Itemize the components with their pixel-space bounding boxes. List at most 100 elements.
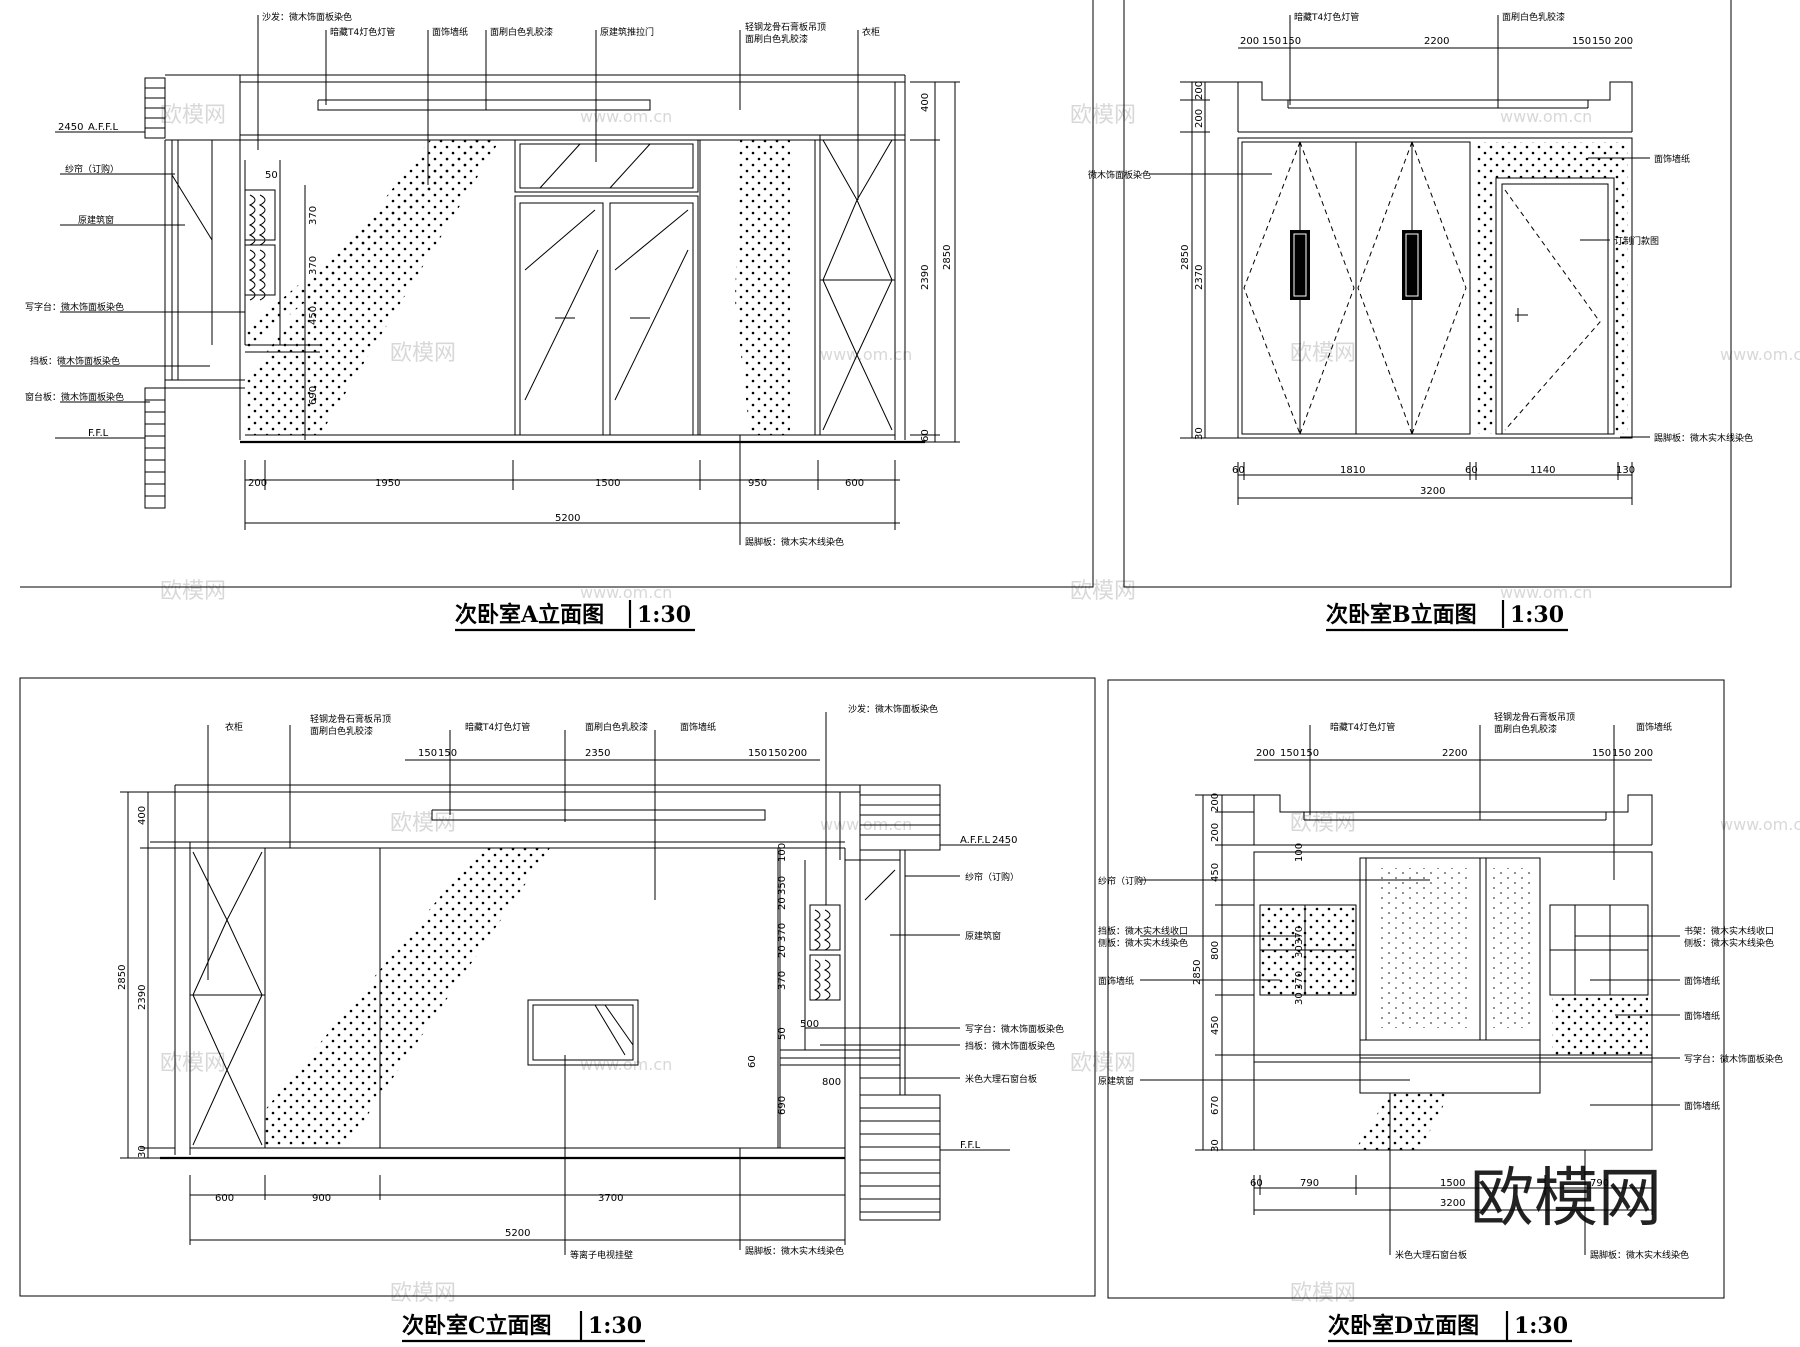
label-b-wallpaper: 面饰墙纸 — [1654, 153, 1690, 165]
dim-s3: 450 — [308, 306, 319, 325]
brand-watermark-logo: 欧模网 — [1470, 1162, 1662, 1236]
title-a-name: 次卧室A立面图 — [455, 602, 604, 628]
dim-1500: 1500 — [595, 478, 620, 489]
dim-b-b60b: 60 — [1465, 465, 1478, 476]
dim-b-b130: 130 — [1616, 465, 1635, 476]
dim-c-s690: 690 — [777, 1096, 788, 1115]
watermark-logo: 欧模网 — [1290, 811, 1356, 836]
dim-b-v2850: 2850 — [1180, 245, 1191, 270]
dim-d-v670: 670 — [1210, 1096, 1221, 1115]
title-b: 次卧室B立面图 1:30 — [1326, 600, 1568, 632]
dim-1950: 1950 — [375, 478, 400, 489]
label-c-wardrobe: 衣柜 — [225, 721, 243, 733]
level-ffl: F.F.L — [88, 428, 109, 439]
elevation-a: 400 2390 2850 60 370 370 450 690 50 200 … — [25, 11, 960, 548]
sheet-frames — [19, 0, 1732, 1299]
level-c-ffl: F.F.L — [960, 1140, 981, 1151]
label-d-ceiling: 轻钢龙骨石膏板吊顶 — [1494, 711, 1575, 723]
label-c-ceiling-paint: 面刷白色乳胶漆 — [310, 725, 373, 737]
label-wardrobe: 衣柜 — [862, 26, 880, 38]
elevation-b: 200 150 150 2200 150 150 200 — [1088, 11, 1753, 505]
dim-d-b790b: 790 — [1590, 1178, 1609, 1189]
dim-d-s370a: 370 — [1294, 926, 1305, 945]
dim-d-v450a: 450 — [1210, 863, 1221, 882]
label-curtain: 纱帘（订购） — [65, 163, 119, 175]
dim-d-s30a: 30 — [1294, 945, 1305, 958]
dim-b-t200a: 200 — [1240, 36, 1259, 47]
dim-d-v2850: 2850 — [1192, 960, 1203, 985]
dim-c-t150c: 150 — [748, 748, 767, 759]
label-baffle: 挡板：微木饰面板染色 — [30, 355, 120, 367]
dim-b-t150c: 150 — [1572, 36, 1591, 47]
dim-c-s20b: 20 — [777, 945, 788, 958]
label-d-side-panel: 侧板：微木实木线染色 — [1098, 937, 1188, 949]
label-window: 原建筑窗 — [78, 214, 114, 226]
dim-950: 950 — [748, 478, 767, 489]
label-d-shelf-edge: 挡板：微木实木线收口 — [1098, 925, 1188, 937]
dim-b-t2200: 2200 — [1424, 36, 1449, 47]
leader-lines — [60, 15, 859, 545]
watermark-site: www.om.cn — [1720, 345, 1800, 364]
label-d-wallpaper-r1: 面饰墙纸 — [1684, 975, 1720, 987]
watermark-logo: 欧模网 — [390, 1281, 456, 1306]
dim-c-b900: 900 — [312, 1193, 331, 1204]
dim-d-t2200: 2200 — [1442, 748, 1467, 759]
watermark-logo: 欧模网 — [1070, 103, 1136, 128]
window-sill-profile — [144, 74, 245, 509]
dim-c-b600: 600 — [215, 1193, 234, 1204]
label-d-wallpaper-r2: 面饰墙纸 — [1684, 1010, 1720, 1022]
dim-d-t150a: 150 — [1280, 748, 1299, 759]
label-b-t4-lamp: 暗藏T4灯色灯管 — [1294, 11, 1359, 23]
dim-b-t150a: 150 — [1262, 36, 1281, 47]
dim-c-t150a: 150 — [418, 748, 437, 759]
label-c-window: 原建筑窗 — [965, 930, 1001, 942]
label-d-wallpaper-r3: 面饰墙纸 — [1684, 1100, 1720, 1112]
dim-b-b1140: 1140 — [1530, 465, 1555, 476]
dim-c-s370a: 370 — [777, 923, 788, 942]
title-b-name: 次卧室B立面图 — [1326, 602, 1477, 628]
label-c-desk: 写字台：微木饰面板染色 — [965, 1023, 1064, 1035]
level-c-afl: A.F.F.L — [960, 835, 990, 846]
label-c-t4-lamp: 暗藏T4灯色灯管 — [465, 721, 530, 733]
label-d-bookshelf: 书架：微木实木线收口 — [1684, 925, 1774, 937]
dim-b-v200b: 200 — [1194, 109, 1205, 128]
dim-c-s370b: 370 — [777, 971, 788, 990]
dim-v2390: 2390 — [920, 265, 931, 290]
dim-d-v30: 30 — [1210, 1139, 1221, 1152]
title-a-scale: 1:30 — [637, 602, 691, 628]
label-c-marble-sill: 米色大理石窗台板 — [965, 1073, 1037, 1085]
dim-c-t150b: 150 — [438, 748, 457, 759]
leader-lines-b — [1150, 15, 1650, 438]
label-d-ceiling-paint: 面刷白色乳胶漆 — [1494, 723, 1557, 735]
dim-v2850: 2850 — [942, 245, 953, 270]
watermark-logo: 欧模网 — [390, 811, 456, 836]
dim-d-b60: 60 — [1250, 1178, 1263, 1189]
dim-c-w500: 500 — [800, 1019, 819, 1030]
title-d: 次卧室D立面图 1:30 — [1328, 1311, 1572, 1343]
dim-d-t150c: 150 — [1592, 748, 1611, 759]
dim-d-total: 3200 — [1440, 1198, 1465, 1209]
label-c-curtain: 纱帘（订购） — [965, 871, 1019, 883]
dim-d-s370b: 370 — [1294, 971, 1305, 990]
elevation-c: 150 150 2350 150 150 200 — [117, 703, 1064, 1261]
label-sofa: 沙发：微木饰面板染色 — [262, 11, 352, 23]
dim-d-s30b: 30 — [1294, 992, 1305, 1005]
dim-b-v200a: 200 — [1194, 81, 1205, 100]
dim-c-v30: 30 — [137, 1145, 148, 1158]
label-sliding-door: 原建筑推拉门 — [600, 26, 654, 38]
dim-b-v2370: 2370 — [1194, 265, 1205, 290]
dim-s1: 370 — [308, 206, 319, 225]
level-c-top: 2450 — [992, 835, 1017, 846]
label-wallpaper: 面饰墙纸 — [432, 26, 468, 38]
title-c: 次卧室C立面图 1:30 — [402, 1311, 645, 1343]
level-top: 2450 — [58, 122, 83, 133]
watermark-site: www.om.cn — [820, 345, 912, 364]
label-c-wallpaper: 面饰墙纸 — [680, 721, 716, 733]
dim-c-s60: 60 — [747, 1055, 758, 1068]
label-d-wallpaper-left: 面饰墙纸 — [1098, 975, 1134, 987]
label-white-paint: 面刷白色乳胶漆 — [490, 26, 553, 38]
dim-c-t200: 200 — [788, 748, 807, 759]
level-afl: A.F.F.L — [88, 122, 118, 133]
dim-c-v2390: 2390 — [137, 985, 148, 1010]
